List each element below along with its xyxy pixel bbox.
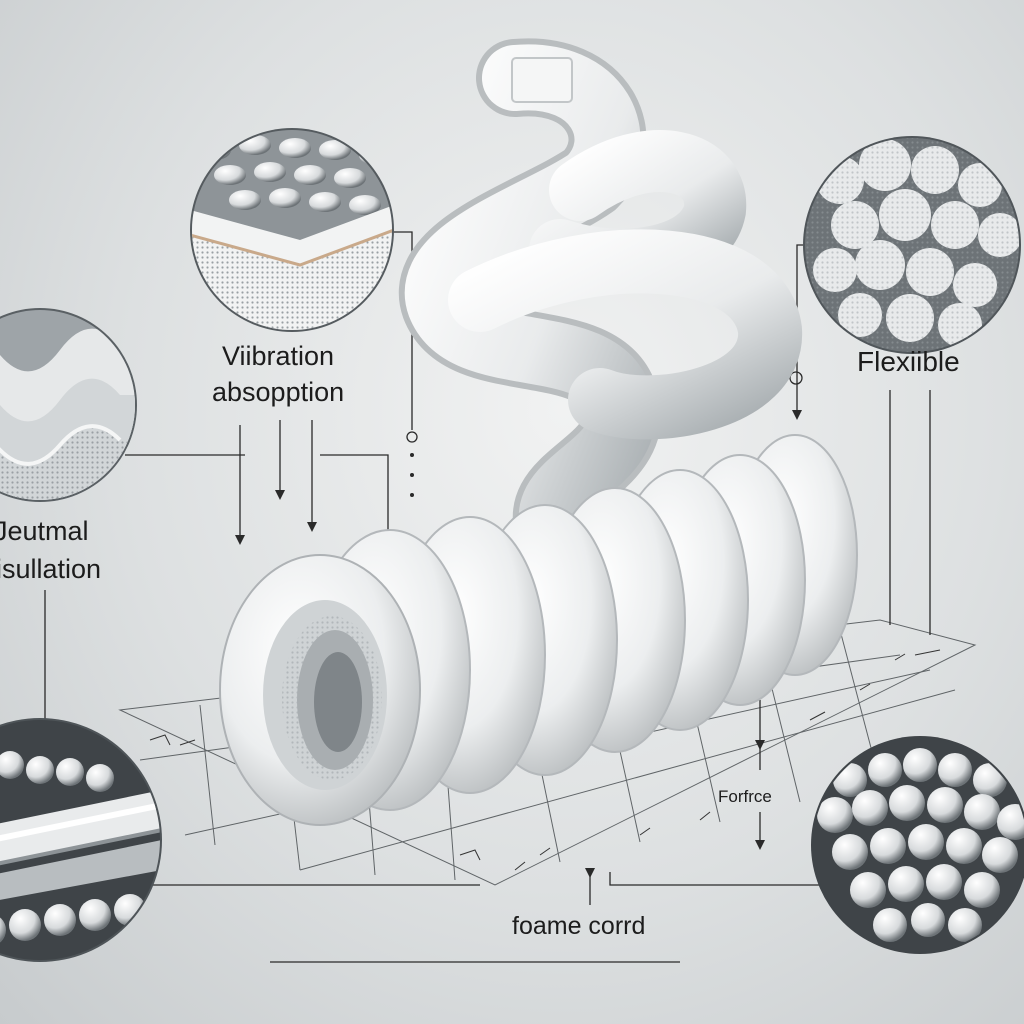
callout-porous-foam-cluster xyxy=(803,136,1021,354)
label-foam-cord: foame corrd xyxy=(512,912,646,940)
callout-foam-rod-cross-section xyxy=(0,718,162,962)
callout-wavy-foam-profile xyxy=(0,308,137,502)
label-force: Forfrce xyxy=(718,787,772,806)
grid-tick-marks xyxy=(149,649,941,871)
leader-lines xyxy=(44,231,931,963)
callout-textured-foam-sheet xyxy=(190,128,394,332)
label-thermal-insulation-line1: Jeutmal xyxy=(0,516,89,546)
label-vibration-absorption-line1: Viibration xyxy=(222,341,335,371)
label-thermal-insulation-line2: isullation xyxy=(0,554,102,584)
callout-foam-bead-cluster xyxy=(811,736,1024,954)
foam-cord xyxy=(219,38,858,826)
foam-coil-stack xyxy=(219,434,858,826)
label-vibration-absorption-line2: absopption xyxy=(212,377,345,407)
label-flexible: Flexiible xyxy=(857,346,960,377)
